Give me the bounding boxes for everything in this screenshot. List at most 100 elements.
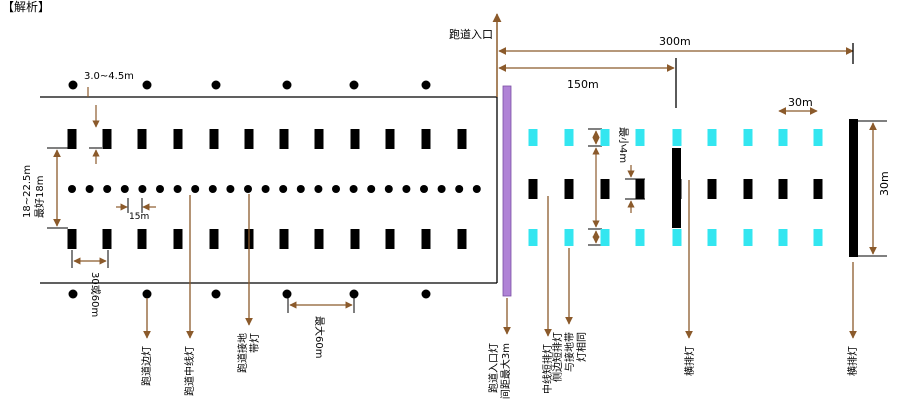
header-text: 【解析】 — [2, 0, 50, 14]
tdz-light — [67, 129, 77, 149]
side-barrette-light — [528, 229, 538, 246]
centerline-light — [156, 185, 164, 193]
edge-light — [211, 80, 221, 90]
dim-150m: 150m — [498, 58, 677, 108]
tdz-light — [314, 229, 324, 249]
centerline-light — [85, 185, 94, 193]
tdz-light-label: 跑道接地带灯 — [236, 333, 261, 373]
centerline-light — [191, 185, 200, 193]
cl-barrette-light — [743, 179, 753, 199]
side-barrette-light — [635, 229, 645, 246]
edge-light — [349, 80, 359, 90]
side-barrette-light — [778, 129, 788, 146]
crossbar-300-light — [849, 119, 858, 257]
edge-light — [282, 289, 292, 299]
cl-spacing-label: 15m — [129, 212, 149, 222]
tdz-width-line2: 最好18m — [34, 176, 46, 218]
side-barrette-light — [600, 129, 610, 146]
tdz-light — [173, 129, 183, 149]
cl-barrette-light — [778, 179, 788, 199]
side-barrette-light — [635, 129, 645, 146]
tdz-light — [457, 129, 467, 149]
centerline-light — [437, 185, 446, 193]
centerline-light — [68, 185, 76, 193]
centerline-light — [384, 185, 393, 193]
centerline-light — [472, 185, 481, 193]
centerline-light — [455, 185, 464, 193]
centerline-light — [296, 185, 305, 193]
max-60-label: 最大60m — [313, 316, 326, 358]
threshold-label: 跑道入口 — [449, 27, 493, 41]
tdz-light — [385, 229, 395, 249]
edge-light — [142, 80, 152, 90]
centerline-light — [349, 185, 358, 193]
dim-cl-spacing: 15m — [116, 198, 156, 222]
side-barrette-light — [813, 229, 823, 246]
edge-light — [68, 289, 78, 299]
centerline-light — [244, 185, 252, 193]
edge-light — [68, 80, 78, 90]
side-barrette-light — [743, 229, 753, 246]
centerline-light — [420, 185, 428, 193]
dim-30m-horizontal: 30m — [778, 96, 818, 115]
dim-tdz-width: 18~22.5m 最好18m — [22, 147, 68, 229]
tdz-light — [137, 229, 147, 249]
centerline-light — [314, 185, 323, 193]
centerline-light-label: 跑道中线灯 — [183, 346, 196, 396]
cl-barrette-light — [813, 179, 823, 199]
dim-max-60: 最大60m — [287, 296, 355, 358]
dim-edge-offset: 3.0~4.5m — [84, 71, 134, 164]
tdz-light — [137, 129, 147, 149]
tdz-light — [279, 129, 289, 149]
tdz-width-line1: 18~22.5m — [22, 165, 33, 218]
dim-150-label: 150m — [567, 78, 599, 91]
tdz-width-label: 18~22.5m 最好18m — [22, 162, 46, 218]
tdz-light — [350, 129, 360, 149]
tdz-light — [102, 229, 112, 249]
threshold-light-bar — [502, 85, 512, 297]
side-barrette-label: 侧边短排灯与接地带灯相同 — [551, 332, 588, 382]
tdz-light — [314, 129, 324, 149]
side-barrette-light — [528, 129, 538, 146]
edge-offset-label: 3.0~4.5m — [84, 71, 134, 82]
crossbar-300-label: 横排灯 — [846, 346, 859, 376]
side-barrette-light — [564, 129, 574, 146]
side-barrette-light — [707, 129, 717, 146]
tdz-light — [385, 129, 395, 149]
centerline-light — [261, 185, 270, 193]
edge-light — [142, 289, 152, 299]
side-barrette-light — [672, 129, 682, 146]
centerline-light — [226, 185, 235, 193]
cl-barrette-light — [564, 179, 574, 199]
edge-light-label: 跑道边灯 — [140, 346, 153, 386]
min-gap-label: 最小4m — [617, 127, 629, 163]
lights-layer — [67, 80, 823, 299]
edge-light — [421, 80, 431, 90]
edge-light — [349, 289, 359, 299]
dim-30m-vertical: 30m — [858, 120, 891, 257]
centerline-light — [173, 185, 182, 193]
threshold-light-label: 跑道入口灯间距最大3m — [487, 343, 512, 399]
side-barrette-light — [600, 229, 610, 246]
dim-30-label: 30m — [788, 96, 813, 109]
tdz-light — [457, 229, 467, 249]
centerline-light — [120, 185, 129, 193]
crossbar-150-light — [672, 148, 681, 228]
tdz-light — [421, 229, 431, 249]
dim-300-label: 300m — [659, 35, 691, 48]
edge-light — [211, 289, 221, 299]
side-barrette-light — [813, 129, 823, 146]
side-barrette-light — [707, 229, 717, 246]
approach-side-dims — [588, 128, 602, 246]
centerline-light — [279, 185, 288, 193]
cl-barrette-light — [528, 179, 538, 199]
tdz-light — [209, 129, 219, 149]
side-barrette-light — [564, 229, 574, 246]
cl-barrette-light — [600, 179, 610, 199]
tdz-spacing-label: 30或60m — [89, 272, 101, 317]
centerline-light — [332, 185, 340, 193]
tdz-light — [244, 129, 254, 149]
tdz-light — [279, 229, 289, 249]
